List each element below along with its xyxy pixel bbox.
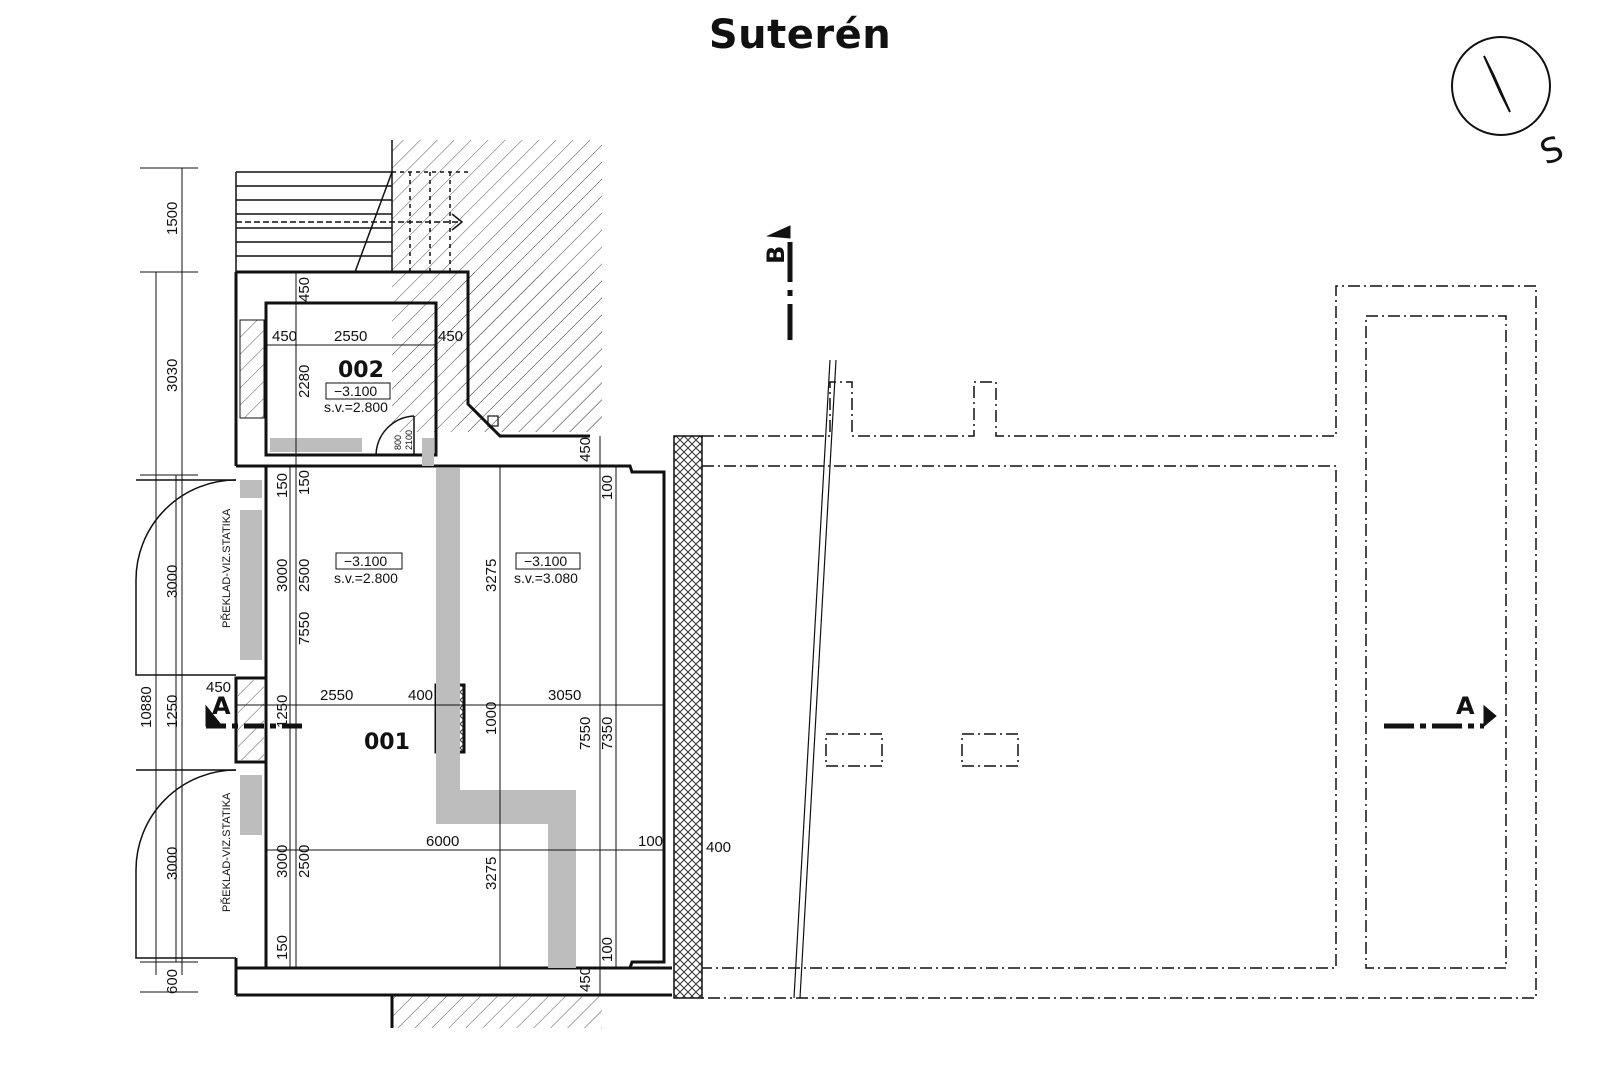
room-002-height: s.v.=2.800	[324, 399, 388, 415]
svg-text:7550: 7550	[296, 612, 313, 645]
stairs	[235, 140, 468, 273]
svg-text:450: 450	[438, 328, 463, 345]
door-width: 800	[393, 435, 403, 450]
room-002-number: 002	[338, 358, 384, 383]
svg-text:3000: 3000	[164, 565, 181, 598]
level-box-001b	[515, 552, 581, 570]
section-markers	[205, 225, 1497, 729]
svg-text:2550: 2550	[320, 687, 353, 704]
door-height: 2100	[404, 430, 414, 450]
svg-text:100: 100	[599, 937, 616, 962]
dimension-lines	[140, 167, 664, 995]
svg-text:450: 450	[577, 437, 594, 462]
svg-text:3000: 3000	[164, 847, 181, 880]
room-001-height-a: s.v.=2.800	[334, 570, 398, 586]
door-002	[375, 415, 415, 456]
drain-icon	[487, 415, 499, 427]
walls	[234, 270, 672, 1028]
svg-text:1250: 1250	[164, 695, 181, 728]
north-arrow-icon	[1451, 36, 1551, 136]
svg-text:7550: 7550	[577, 717, 594, 750]
svg-text:100: 100	[638, 833, 663, 850]
svg-text:3050: 3050	[548, 687, 581, 704]
svg-text:450: 450	[206, 679, 231, 696]
retaining-wall	[673, 435, 703, 999]
svg-text:150: 150	[274, 935, 291, 960]
svg-text:3000: 3000	[274, 845, 291, 878]
svg-text:450: 450	[577, 967, 594, 992]
svg-text:2500: 2500	[296, 559, 313, 592]
svg-text:450: 450	[296, 277, 313, 302]
section-a-left: A	[212, 692, 231, 720]
level-box-002	[325, 382, 391, 400]
floor-strips	[240, 438, 576, 968]
lintel-note-lower: PŘEKLAD-VIZ.STATIKA	[220, 792, 233, 912]
svg-text:6000: 6000	[426, 833, 459, 850]
svg-text:400: 400	[706, 839, 731, 856]
svg-text:600: 600	[164, 969, 181, 994]
dimension-texts: 1500 3030 10880 600 3000 1250 3000 450 2…	[138, 202, 731, 994]
svg-text:7350: 7350	[599, 717, 616, 750]
svg-text:3000: 3000	[274, 559, 291, 592]
garage-doors	[135, 479, 237, 959]
room-001-level-a: −3.100	[344, 553, 387, 569]
terrain-hatch	[232, 140, 602, 1028]
svg-text:1250: 1250	[274, 695, 291, 728]
section-a-right: A	[1456, 692, 1475, 720]
break-line	[793, 359, 837, 999]
section-b: B	[762, 246, 790, 264]
svg-text:450: 450	[272, 328, 297, 345]
room-001-number: 001	[364, 730, 410, 755]
svg-text:10880: 10880	[138, 686, 155, 728]
room-001-height-b: s.v.=3.080	[514, 570, 578, 586]
svg-text:150: 150	[274, 473, 291, 498]
level-box-001a	[335, 552, 403, 570]
svg-text:3030: 3030	[164, 359, 181, 392]
room-002-level: −3.100	[334, 383, 377, 399]
annex-outline	[702, 285, 1537, 999]
svg-text:3275: 3275	[483, 559, 500, 592]
svg-text:150: 150	[296, 470, 313, 495]
room-001-level-b: −3.100	[524, 553, 567, 569]
svg-text:2500: 2500	[296, 845, 313, 878]
svg-text:1000: 1000	[483, 702, 500, 735]
svg-text:400: 400	[408, 687, 433, 704]
lintel-note-upper: PŘEKLAD-VIZ.STATIKA	[220, 508, 233, 628]
north-label: S	[1535, 129, 1569, 174]
svg-text:2550: 2550	[334, 328, 367, 345]
plan-title: Suterén	[708, 12, 892, 58]
svg-text:1500: 1500	[164, 202, 181, 235]
svg-text:100: 100	[599, 475, 616, 500]
svg-text:3275: 3275	[483, 857, 500, 890]
svg-text:2280: 2280	[296, 365, 313, 398]
